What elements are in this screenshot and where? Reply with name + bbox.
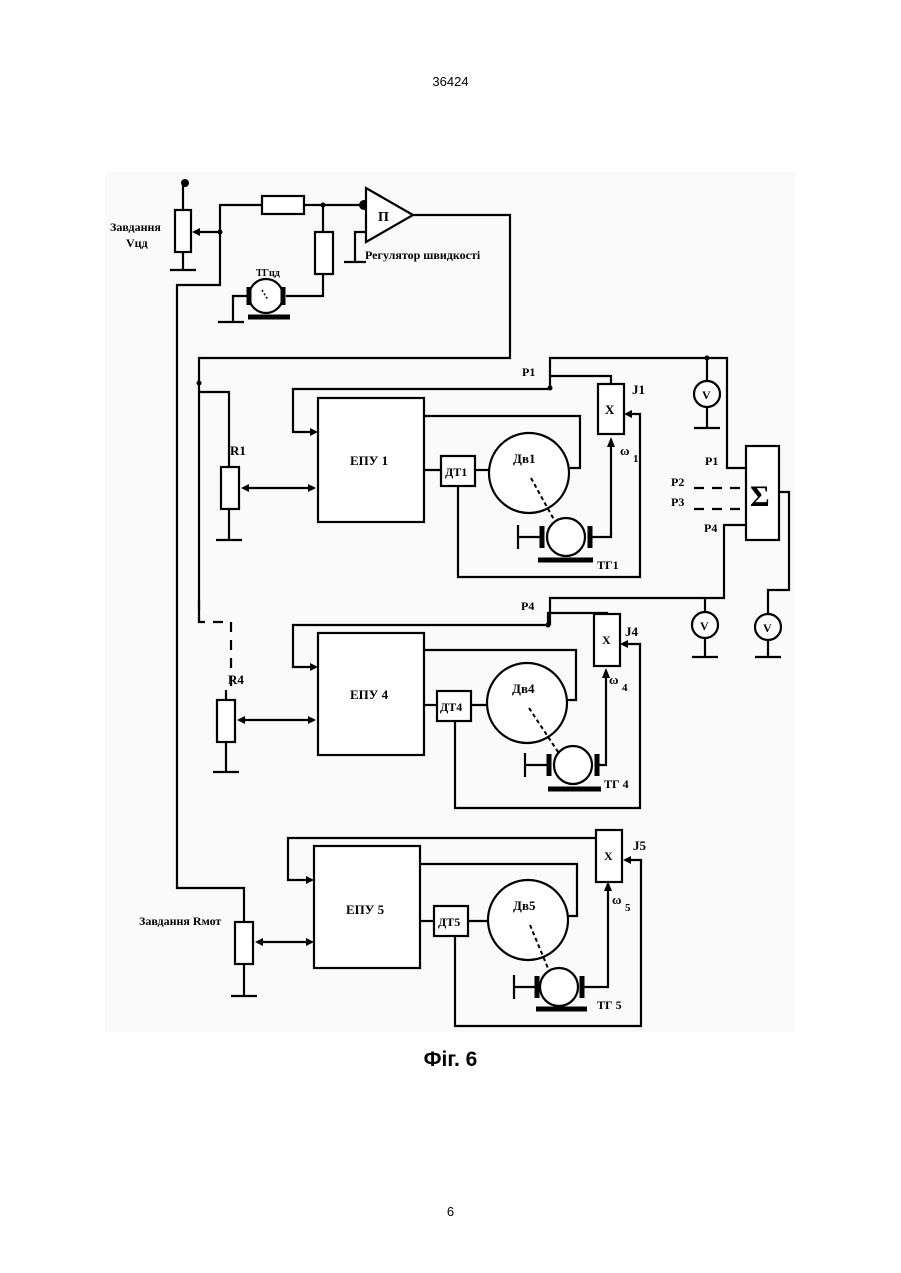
p4-label: P4 <box>521 599 534 613</box>
r1-label: R1 <box>230 443 246 458</box>
epu1-label: ЕПУ 1 <box>350 453 388 468</box>
supply-terminal <box>181 179 189 187</box>
torque-potentiometer <box>235 922 253 964</box>
speed-setpoint-label-2: Vцд <box>126 236 148 250</box>
motor-1 <box>489 433 569 513</box>
j5-label: J5 <box>633 838 647 853</box>
multiplier-5-label: X <box>604 849 613 863</box>
omega-1: ω <box>620 443 630 458</box>
motor-5-label: Дв5 <box>513 898 536 913</box>
motor-4-label: Дв4 <box>512 681 535 696</box>
tg4-label: ТГ 4 <box>604 777 629 791</box>
tachogenerator-4 <box>554 746 592 784</box>
summator-in-p3: P3 <box>671 495 684 509</box>
r4-label: R4 <box>228 672 244 687</box>
input-resistor <box>262 196 304 214</box>
master-tachogenerator-label: ТГцд <box>256 268 280 279</box>
amplifier-label: П <box>378 210 389 225</box>
scan-area <box>105 172 795 1032</box>
figure-caption: Фіг. 6 <box>0 1048 901 1072</box>
r1-potentiometer <box>221 467 239 509</box>
omega-1-sub: 1 <box>633 453 639 465</box>
torque-setpoint-label: Завдання Rмот <box>139 914 221 928</box>
master-tachogenerator <box>249 279 283 313</box>
motor-5 <box>488 880 568 960</box>
setpoint-potentiometer <box>175 210 191 252</box>
dt5-label: ДТ5 <box>438 915 460 929</box>
tachogenerator-1 <box>547 518 585 556</box>
p1-label: P1 <box>522 365 535 379</box>
epu5-label: ЕПУ 5 <box>346 902 385 917</box>
summator-in-p2: P2 <box>671 475 684 489</box>
tg1-label: ТГ1 <box>597 558 619 572</box>
dt4-label: ДТ4 <box>440 700 462 714</box>
tachogenerator-5 <box>540 968 578 1006</box>
speed-setpoint-label-1: Завдання <box>110 220 161 234</box>
j4-label: J4 <box>625 624 639 639</box>
summator-in-p4: P4 <box>704 521 717 535</box>
motor-4 <box>487 663 567 743</box>
feedback-resistor <box>315 232 333 274</box>
omega-4-sub: 4 <box>622 682 628 694</box>
r4-potentiometer <box>217 700 235 742</box>
dt1-label: ДТ1 <box>445 465 467 479</box>
summator-in-p1: P1 <box>705 454 718 468</box>
speed-regulator-label: Регулятор швидкості <box>365 248 481 262</box>
multiplier-4-label: X <box>602 633 611 647</box>
voltmeter-sum-label: V <box>763 621 772 635</box>
omega-4: ω <box>609 672 619 687</box>
omega-5-sub: 5 <box>625 902 631 914</box>
tg5-label: ТГ 5 <box>597 998 622 1012</box>
voltmeter-p4-label: V <box>700 619 709 633</box>
epu4-label: ЕПУ 4 <box>350 687 389 702</box>
voltmeter-p1-label: V <box>702 388 711 402</box>
motor-1-label: Дв1 <box>513 451 535 466</box>
page-number: 6 <box>0 1204 901 1219</box>
omega-5: ω <box>612 892 622 907</box>
summator-symbol: Σ <box>750 480 770 513</box>
multiplier-1-label: X <box>605 402 615 417</box>
j1-label: J1 <box>632 382 645 397</box>
